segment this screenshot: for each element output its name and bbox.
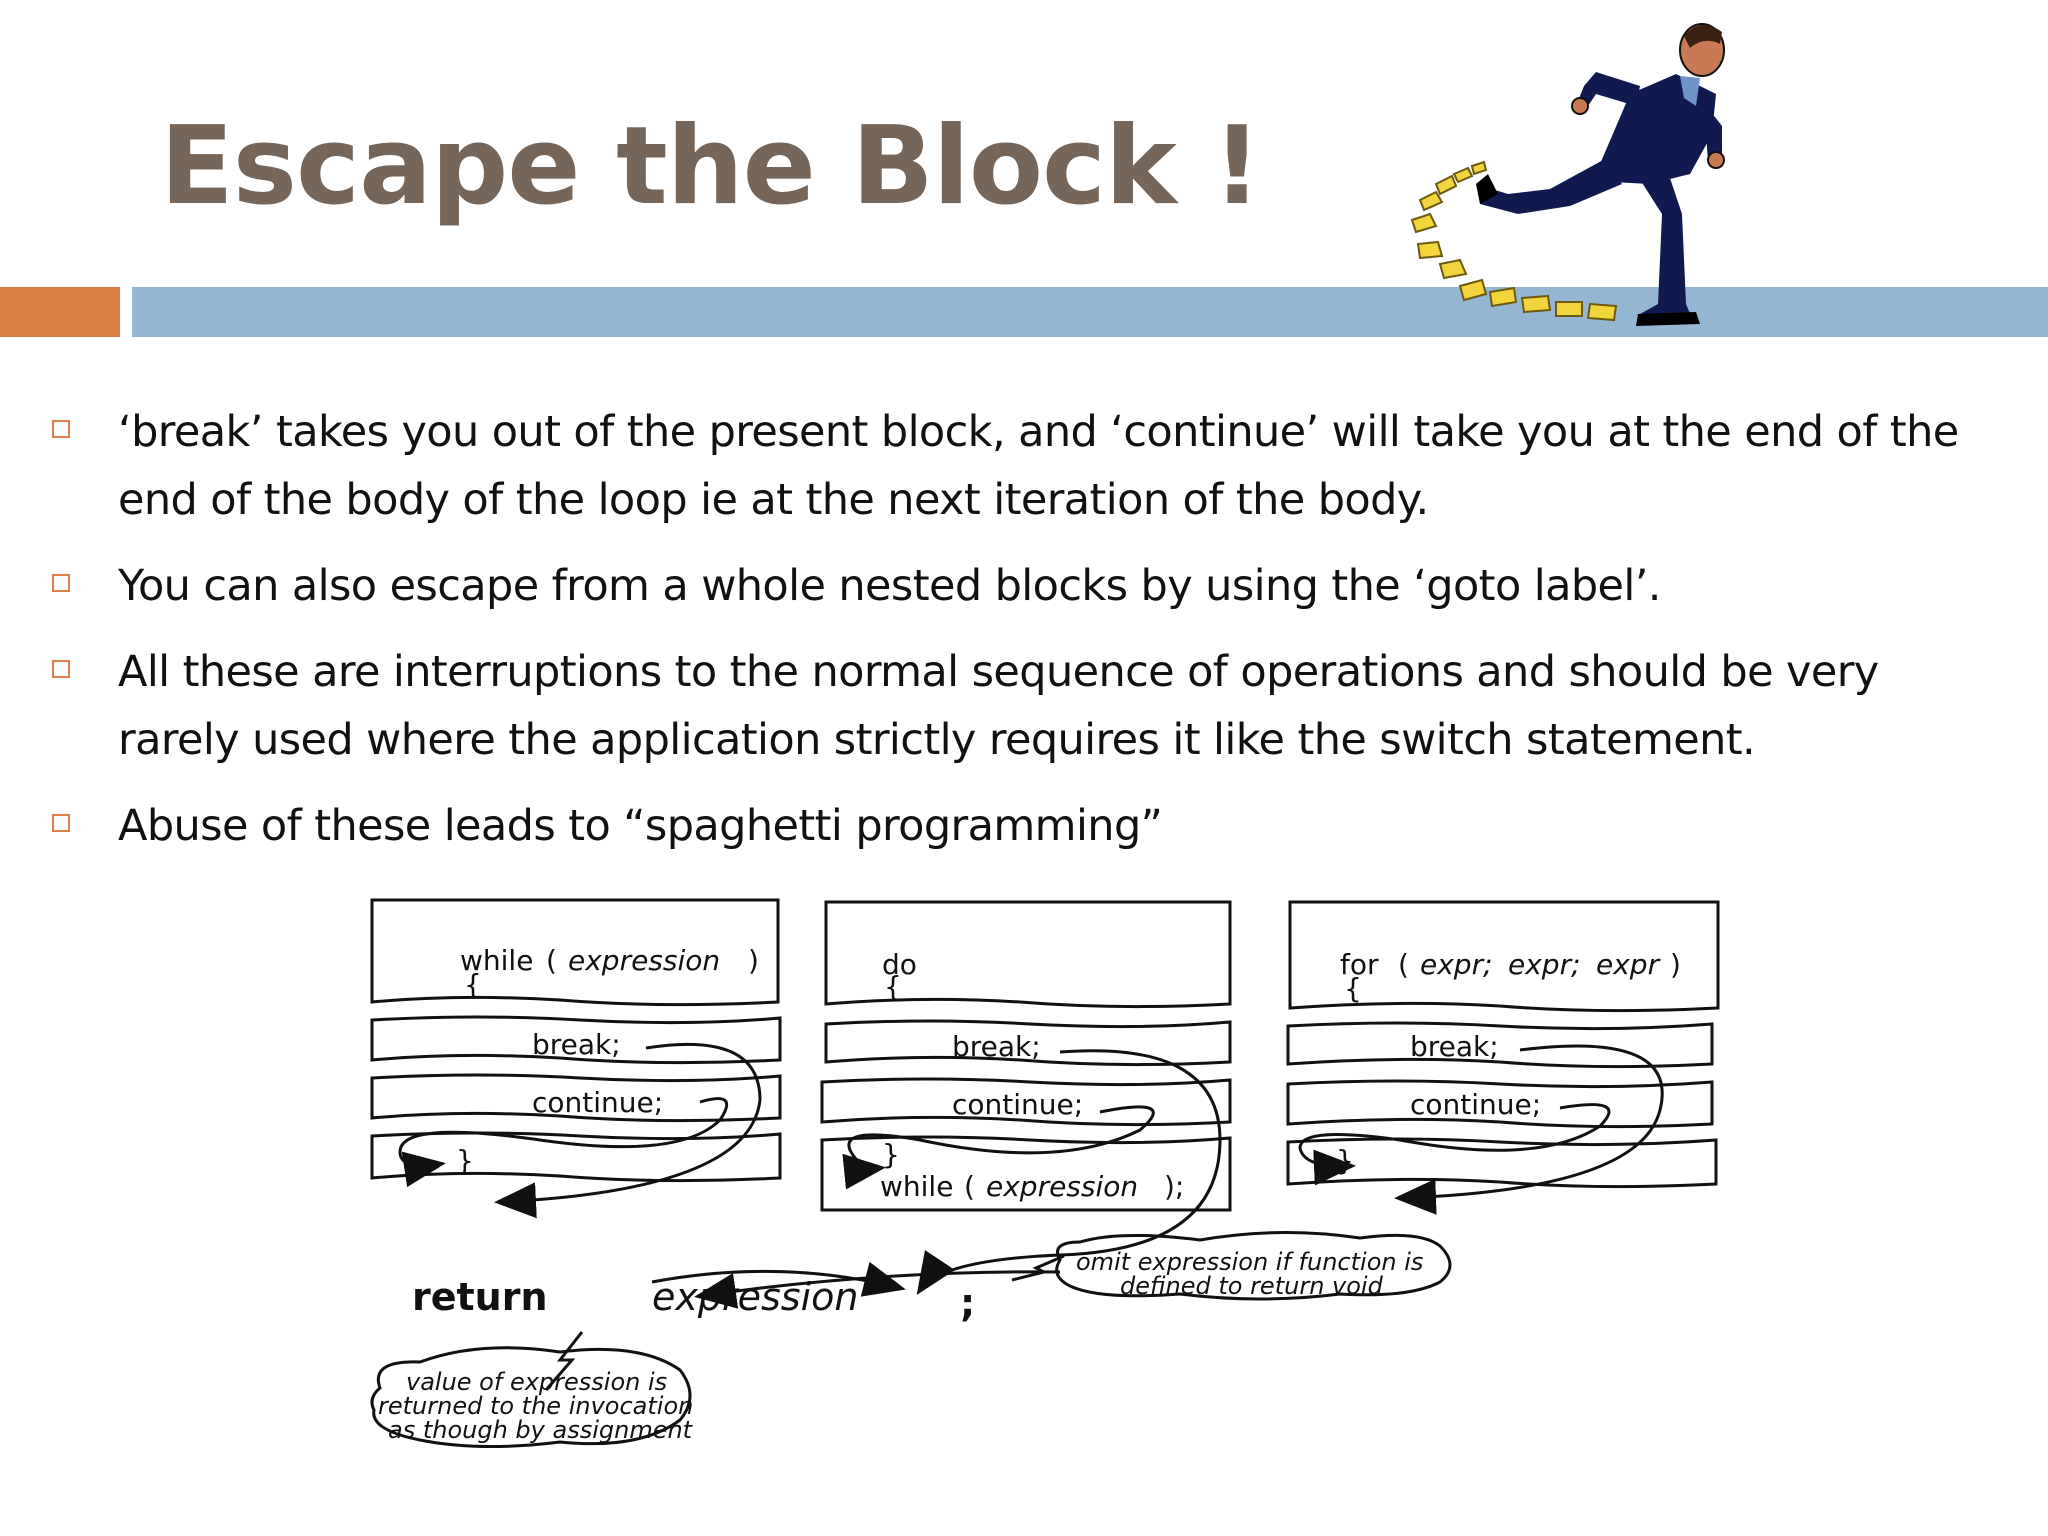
for-open-paren: (: [1398, 948, 1409, 981]
do-open-paren: (: [964, 1170, 975, 1203]
paper-trail: [1410, 160, 1618, 322]
for-break-box: [1286, 1021, 1714, 1069]
while-continue-box: [370, 1073, 782, 1123]
for-break-arrow: [1394, 1044, 1664, 1215]
return-keyword: return: [412, 1275, 548, 1319]
do-open-brace: {: [884, 970, 902, 1003]
running-businessman-illustration: [1410, 23, 1725, 326]
for-expr1: expr;: [1420, 948, 1493, 981]
while-break: break;: [532, 1028, 621, 1061]
while-continue-arrow: [398, 1097, 729, 1188]
bullet-text: ‘break’ takes you out of the present blo…: [118, 407, 1959, 525]
bullet-item: Abuse of these leads to “spaghetti progr…: [48, 792, 2008, 860]
for-close-paren: ): [1670, 948, 1681, 981]
runner-front-leg: [1630, 154, 1692, 320]
runner-back-leg: [1480, 159, 1622, 214]
bullet-text: All these are interruptions to the norma…: [118, 647, 1879, 765]
do-while-keyword: while: [880, 1170, 953, 1203]
square-bullet-icon: [52, 660, 70, 678]
while-close-paren: ): [748, 944, 759, 977]
return-semicolon: ;: [960, 1281, 975, 1325]
expression-bracket: [651, 1261, 906, 1297]
do-break-box: [824, 1019, 1232, 1067]
loop-control-diagram: while ( expression ) { break; continue; …: [360, 890, 1740, 1490]
while-continue: continue;: [532, 1086, 663, 1119]
do-continue-box: [820, 1077, 1232, 1127]
while-close-box: [370, 1131, 782, 1183]
bullet-text: You can also escape from a whole nested …: [118, 561, 1661, 611]
square-bullet-icon: [52, 574, 70, 592]
value-pointer-lightning: [544, 1331, 584, 1391]
while-keyword: while: [460, 944, 533, 977]
square-bullet-icon: [52, 420, 70, 438]
omit-pointer-lightning: [1011, 1254, 1065, 1282]
slide-title: Escape the Block !: [160, 104, 1262, 229]
while-open-brace: {: [464, 968, 482, 1001]
do-expression: expression: [986, 1170, 1138, 1203]
do-close-brace: }: [882, 1138, 900, 1171]
for-continue-box: [1286, 1079, 1714, 1129]
for-expr3: expr: [1596, 948, 1661, 981]
do-header-box: [824, 900, 1232, 1009]
runner-back-arm: [1576, 72, 1640, 112]
for-close-brace: }: [1336, 1144, 1354, 1177]
omit-note-cloud: [1055, 1230, 1452, 1301]
do-close: );: [1164, 1170, 1184, 1203]
accent-bar: [0, 287, 120, 337]
value-note-line-3: as though by assignment: [388, 1416, 694, 1444]
do-continue: continue;: [952, 1088, 1083, 1121]
bullet-item: You can also escape from a whole nested …: [48, 552, 2008, 620]
while-open-paren: (: [546, 944, 557, 977]
for-break: break;: [1410, 1030, 1499, 1063]
for-keyword: for: [1340, 948, 1379, 981]
bullet-list: ‘break’ takes you out of the present blo…: [48, 398, 2008, 878]
for-continue-arrow: [1298, 1103, 1611, 1186]
do-break: break;: [952, 1030, 1041, 1063]
runner-front-arm: [1690, 98, 1722, 162]
while-close-brace: }: [456, 1144, 474, 1177]
while-break-arrow: [494, 1042, 762, 1219]
value-note-line-2: returned to the invocation: [378, 1392, 693, 1420]
for-header-box: [1288, 900, 1720, 1013]
return-expression: expression: [652, 1275, 858, 1319]
square-bullet-icon: [52, 814, 70, 832]
do-keyword: do: [882, 948, 917, 981]
bullet-item: All these are interruptions to the norma…: [48, 638, 2008, 774]
bullet-text: Abuse of these leads to “spaghetti progr…: [118, 801, 1163, 851]
diagram-svg: while ( expression ) { break; continue; …: [370, 898, 1720, 1449]
for-continue: continue;: [1410, 1088, 1541, 1121]
while-header-box: [370, 898, 780, 1007]
bullet-item: ‘break’ takes you out of the present blo…: [48, 398, 2008, 534]
omit-note-line-2: defined to return void: [1120, 1272, 1384, 1300]
omit-note-line-1: omit expression if function is: [1076, 1248, 1423, 1276]
while-expression: expression: [568, 944, 720, 977]
title-rule-bar: [132, 287, 2048, 337]
for-open-brace: {: [1344, 972, 1362, 1005]
do-break-arrow: [916, 1049, 1222, 1295]
do-continue-arrow: [842, 1105, 1155, 1190]
value-note-line-1: value of expression is: [406, 1368, 667, 1396]
while-break-box: [370, 1015, 782, 1065]
value-note-cloud: [370, 1346, 692, 1449]
for-expr2: expr;: [1508, 948, 1581, 981]
